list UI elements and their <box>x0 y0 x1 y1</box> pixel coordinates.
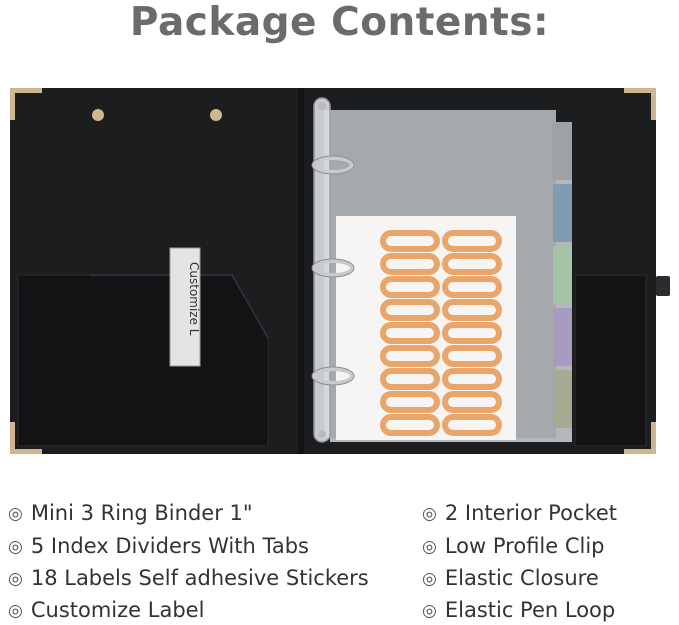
label-stickers <box>380 230 502 436</box>
feature-item-right: ◎Elastic Closure <box>422 566 599 590</box>
clip-stud-icon <box>92 109 104 121</box>
corner-protector-icon <box>624 422 656 454</box>
bullet-icon: ◎ <box>8 601 23 621</box>
page-title: Package Contents: <box>129 0 550 45</box>
bullet-icon: ◎ <box>422 504 437 524</box>
divider-tab-blue <box>553 184 572 242</box>
bullet-icon: ◎ <box>8 537 23 557</box>
elastic-pen-loop <box>656 276 670 296</box>
ring-rivet-icon <box>318 102 326 110</box>
customize-label-card <box>169 247 201 367</box>
feature-item-left: ◎Customize Label <box>8 598 205 622</box>
feature-item-left: ◎Mini 3 Ring Binder 1" <box>8 501 253 525</box>
left-interior-pocket <box>17 274 269 447</box>
bullet-icon: ◎ <box>8 504 23 524</box>
binder-spine <box>298 88 304 454</box>
ring-rivet-icon <box>318 430 326 438</box>
binder-rings <box>312 156 354 385</box>
divider-tab-olive <box>553 370 572 428</box>
bullet-icon: ◎ <box>422 601 437 621</box>
feature-item-right: ◎Elastic Pen Loop <box>422 598 616 622</box>
bullet-icon: ◎ <box>422 569 437 589</box>
clip-stud-icon <box>210 109 222 121</box>
customize-label-text: Customize L <box>187 262 201 336</box>
corner-protector-icon <box>10 422 42 454</box>
feature-item-left: ◎5 Index Dividers With Tabs <box>8 534 309 558</box>
divider-tab-purple <box>553 308 572 366</box>
feature-item-right: ◎Low Profile Clip <box>422 534 605 558</box>
feature-item-left: ◎18 Labels Self adhesive Stickers <box>8 566 369 590</box>
bullet-icon: ◎ <box>422 537 437 557</box>
divider-tab-grey <box>552 122 572 180</box>
divider-tab-green <box>553 246 572 304</box>
bullet-icon: ◎ <box>8 569 23 589</box>
feature-item-right: ◎2 Interior Pocket <box>422 501 618 525</box>
binder-photo: Customize L <box>10 88 670 454</box>
corner-protector-icon <box>10 88 42 120</box>
corner-protector-icon <box>624 88 656 120</box>
right-interior-pocket <box>574 274 647 447</box>
